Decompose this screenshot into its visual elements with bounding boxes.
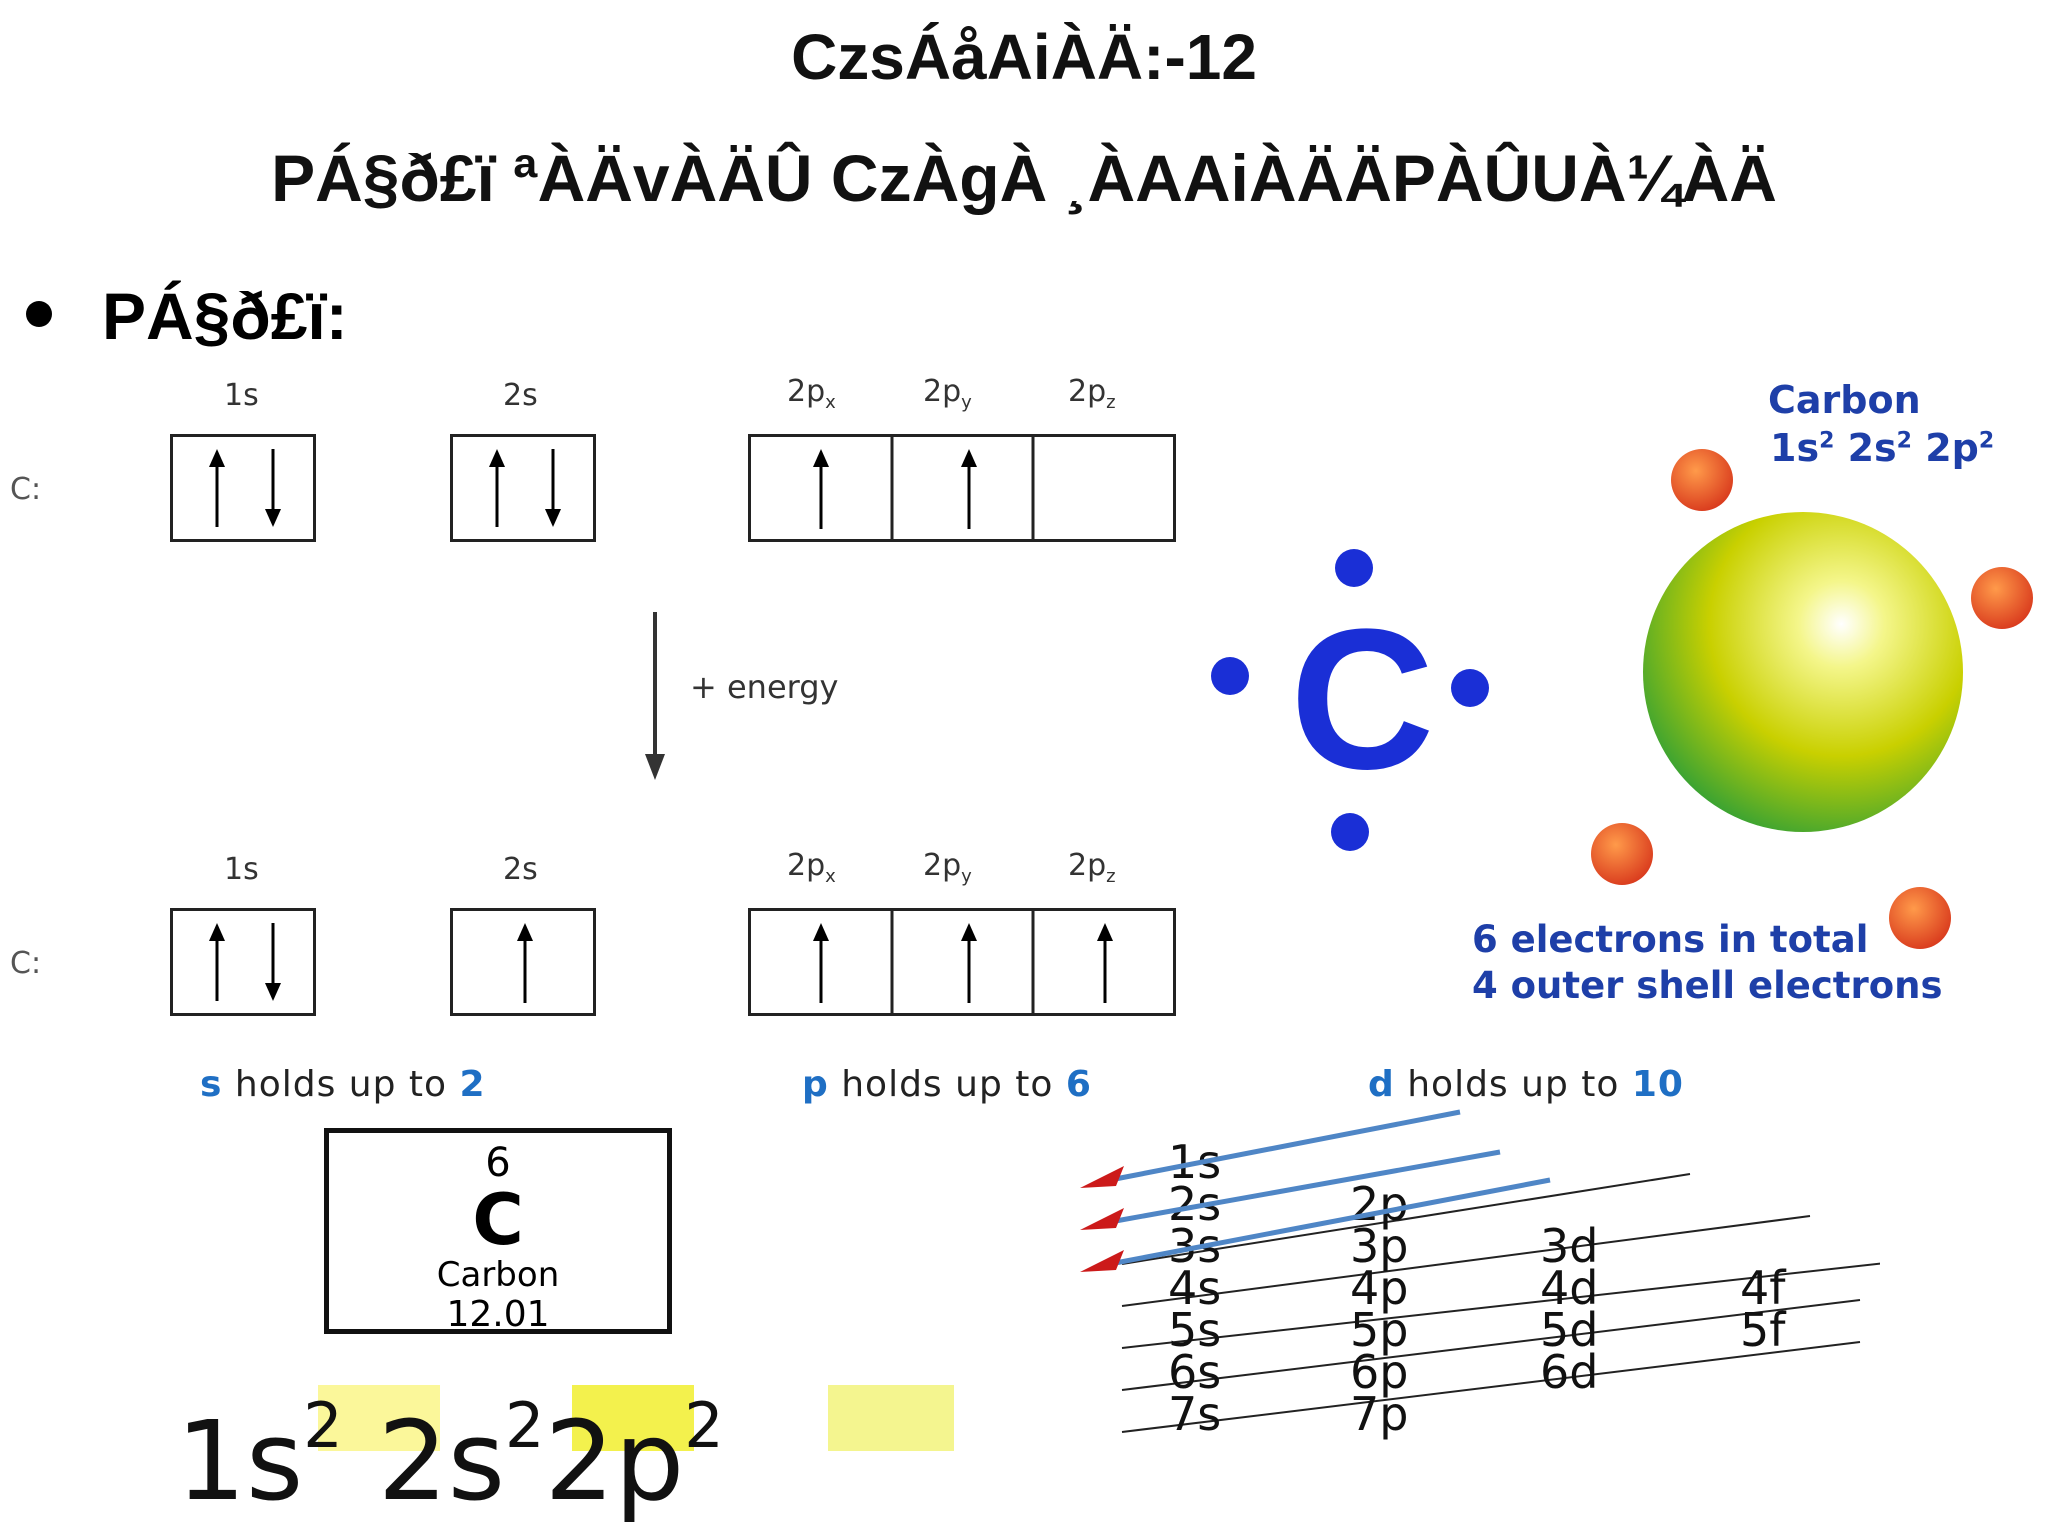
orbital-label-2s: 2s — [503, 378, 538, 413]
orbital-box-2s — [450, 434, 596, 542]
atomic-mass: 12.01 — [446, 1294, 550, 1335]
orbital-box-2p-excited — [748, 908, 1176, 1016]
atomic-number: 6 — [485, 1140, 511, 1186]
aufbau-orbital-label: 7p — [1350, 1387, 1408, 1441]
aufbau-orbital-label: 5s — [1168, 1303, 1221, 1357]
bullet-dot-icon — [26, 300, 52, 327]
aufbau-orbital-label: 5f — [1740, 1303, 1787, 1357]
aufbau-order-line — [1121, 1262, 1880, 1349]
aufbau-orbital-label: 2p — [1350, 1177, 1408, 1231]
lewis-dot-icon — [1211, 549, 1489, 851]
orbital-label-2px: 2px — [787, 374, 836, 413]
aufbau-order-line — [1121, 1173, 1691, 1265]
energy-arrow-icon — [645, 612, 665, 780]
aufbau-diagram: 1s2s2p3s3p3d4s4p4d4f5s5p5d5f6s6p6d7s7p — [1080, 1109, 1880, 1441]
atom-nucleus-icon — [1591, 449, 2033, 949]
energy-label: + energy — [690, 668, 839, 706]
aufbau-orbital-label: 4d — [1540, 1261, 1598, 1315]
aufbau-orbital-label: 4s — [1168, 1261, 1221, 1315]
element-symbol: C — [472, 1179, 524, 1261]
aufbau-orbital-label: 6d — [1540, 1345, 1598, 1399]
arrow-head-icon — [1080, 1166, 1124, 1188]
electron-icon — [1971, 567, 2033, 629]
orbital-label-2s: 2s — [503, 852, 538, 887]
spin-up-icon — [517, 923, 533, 1003]
orbital-label-2py: 2py — [923, 374, 972, 413]
p-capacity: p holds up to 6 — [802, 1064, 1092, 1105]
atom-name: Carbon — [1768, 378, 1921, 422]
orbital-box-2p — [748, 434, 1176, 542]
slide-title-line2: PÁ§ð£ï ªÀÄvÀÄÛ CzÀgÀ ¸ÀAAiÀÄÄPÀÛUÀ¼ÀÄ — [271, 141, 1777, 215]
electron-icon — [1671, 449, 1733, 511]
aufbau-orbital-label: 6s — [1168, 1345, 1221, 1399]
s-capacity: s holds up to 2 — [200, 1064, 486, 1105]
orbital-label-2pz: 2pz — [1068, 374, 1116, 413]
aufbau-order-line — [1121, 1215, 1811, 1307]
orbital-label-1s: 1s — [224, 378, 259, 413]
d-capacity: d holds up to 10 — [1368, 1064, 1684, 1105]
element-name: Carbon — [436, 1255, 560, 1295]
atom-electron-total: 6 electrons in total — [1472, 918, 1869, 961]
config-term-2p: 2p2 — [544, 1389, 724, 1525]
atom-outer-shell: 4 outer shell electrons — [1472, 964, 1943, 1007]
aufbau-fill-arrow — [1109, 1149, 1501, 1225]
aufbau-fill-arrow — [1109, 1109, 1461, 1183]
aufbau-order-line — [1121, 1341, 1861, 1433]
electron-icon — [1591, 823, 1653, 885]
spin-up-icons — [813, 911, 1113, 1013]
slide-title-line1: CzsÁåAiÀÄ:-12 — [791, 21, 1257, 93]
aufbau-orbital-label: 7s — [1168, 1387, 1221, 1441]
arrow-head-icon — [1080, 1208, 1124, 1230]
orbital-label-1s: 1s — [224, 852, 259, 887]
aufbau-orbital-label: 6p — [1350, 1345, 1408, 1399]
electron-icon — [1889, 887, 1951, 949]
element-label-excited: C: — [10, 946, 42, 981]
orbital-label-2pz: 2pz — [1068, 848, 1116, 887]
config-term-1s: 1s2 — [176, 1389, 343, 1525]
arrow-head-icon — [1080, 1250, 1124, 1272]
aufbau-orbital-label: 3d — [1540, 1219, 1598, 1273]
spin-pair-icon — [209, 923, 281, 1001]
orbital-box-1s — [170, 434, 316, 542]
aufbau-fill-arrow — [1109, 1177, 1551, 1267]
lewis-symbol: C — [1290, 588, 1435, 811]
bullet-label: PÁ§ð£ï: — [102, 279, 348, 353]
orbital-label-2py: 2py — [923, 848, 972, 887]
aufbau-orbital-label: 5p — [1350, 1303, 1408, 1357]
spin-pair-icon — [209, 449, 281, 527]
element-label-ground: C: — [10, 472, 42, 507]
atom-configuration: 1s2 2s2 2p2 — [1770, 426, 1995, 470]
orbital-box-2s-excited — [450, 908, 596, 1016]
aufbau-orbital-label: 4f — [1740, 1261, 1787, 1315]
aufbau-orbital-label: 4p — [1350, 1261, 1408, 1315]
aufbau-orbital-label: 3p — [1350, 1219, 1408, 1273]
spin-up-icons — [813, 437, 1035, 539]
aufbau-orbital-label: 5d — [1540, 1303, 1598, 1357]
config-term-2s: 2s2 — [377, 1389, 545, 1525]
orbital-label-2px: 2px — [787, 848, 836, 887]
element-tile: 6 C Carbon 12.01 — [324, 1128, 672, 1335]
spin-pair-icon — [489, 449, 561, 527]
orbital-box-1s-excited — [170, 908, 316, 1016]
aufbau-order-line — [1121, 1299, 1861, 1391]
bullet-heading: PÁ§ð£ï: — [26, 278, 348, 354]
